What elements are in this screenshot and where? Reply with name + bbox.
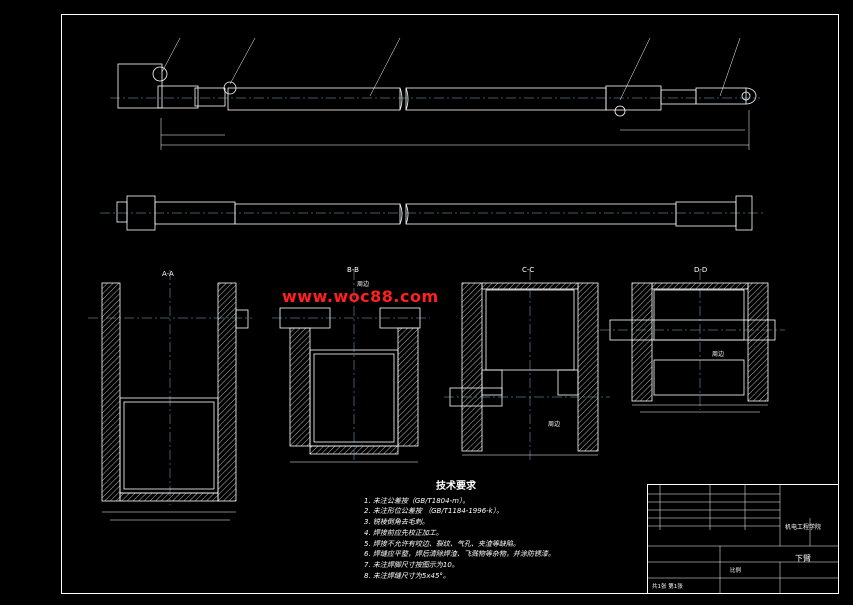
weld-label-b: 周边 <box>357 280 369 288</box>
weld-label-d: 周边 <box>712 350 724 358</box>
tech-requirements-title: 技术要求 <box>436 481 476 492</box>
section-label-d: D-D <box>694 266 707 274</box>
tech-requirement-item: 7. 未注焊脚尺寸按图示为10。 <box>364 560 459 569</box>
section-label-b: B-B <box>347 266 359 274</box>
tech-requirement-item: 2. 未注形位公差按 （GB/T1184-1996-k）。 <box>364 507 504 516</box>
front-view <box>110 37 760 150</box>
tech-requirement-item: 4. 焊接前应先校正加工。 <box>364 528 443 537</box>
tech-requirement-item: 6. 焊缝应平整，焊后清除焊渣、飞溅物等杂物，并涂防锈漆。 <box>364 550 555 559</box>
section-c-c <box>444 270 610 460</box>
tech-requirements: 技术要求 1. 未注公差按（GB/T1804-m）。 2. 未注形位公差按 （G… <box>364 481 555 581</box>
weld-label-c: 周边 <box>548 420 560 428</box>
tech-requirement-item: 8. 未注焊缝尺寸为5x45°。 <box>364 571 450 580</box>
tech-requirement-item: 1. 未注公差按（GB/T1804-m）。 <box>364 496 470 505</box>
section-d-d <box>600 270 785 413</box>
title-block-part-name: 下臂 <box>795 554 811 563</box>
section-label-c: C-C <box>522 266 534 274</box>
drawing-frame <box>61 14 839 594</box>
title-block-ratio: 比例 <box>730 568 742 574</box>
title-block-sheet: 共1张 第1张 <box>652 584 683 590</box>
title-block-school: 机电工程学院 <box>785 524 822 531</box>
section-label-a: A-A <box>162 270 174 278</box>
watermark-text: www.woc88.com <box>282 287 439 306</box>
top-view <box>100 195 765 231</box>
title-block-lines <box>647 484 839 594</box>
section-a-a <box>88 270 252 521</box>
tech-requirement-item: 5. 焊接不允许有咬边、裂纹、气孔、夹渣等缺陷。 <box>364 539 520 548</box>
tech-requirement-item: 3. 锐棱倒角去毛刺。 <box>364 518 429 527</box>
section-b-b <box>272 270 430 463</box>
title-block <box>647 484 839 594</box>
